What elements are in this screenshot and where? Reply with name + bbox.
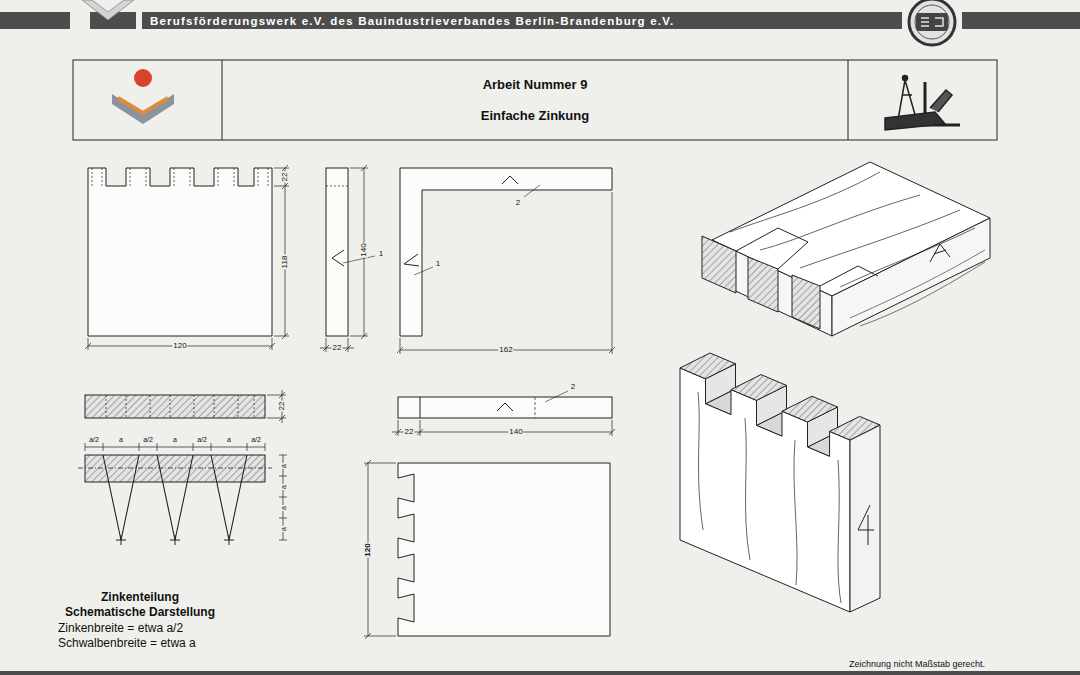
header-band: Berufsförderungswerk e.V. des Bauindustr… (142, 12, 790, 29)
dimension-label: 22 (332, 344, 343, 352)
dimension-label: a (173, 436, 177, 443)
dimension-label: a (280, 463, 287, 469)
dimension-label: 140 (508, 428, 523, 436)
heading-text: Arbeit Nummer 9 (483, 77, 588, 92)
callout-number: 2 (516, 199, 520, 207)
tail-board-view (398, 463, 610, 636)
corner-view (400, 168, 612, 336)
dimension-label: a/2 (143, 436, 153, 443)
dimension-label: 22 (404, 428, 415, 436)
title-cell: Arbeit Nummer 9 Einfache Zinkung (222, 60, 848, 140)
training-logo (112, 69, 174, 124)
isometric-joint-assembled (702, 162, 990, 336)
dimension-label: 120 (172, 342, 187, 350)
header-logo (82, 0, 134, 20)
callout-number: 2 (571, 383, 575, 391)
dimension-label: 140 (360, 242, 368, 257)
dimension-label: a (280, 505, 287, 511)
dimension-label: a (119, 436, 123, 443)
legend-note: Zinkenteilung (101, 591, 179, 603)
title-text: Einfache Zinkung (481, 108, 589, 123)
isometric-pin-board (680, 353, 880, 612)
callout-number: 1 (436, 260, 440, 268)
section-view (85, 395, 265, 418)
dimension-label: 120 (364, 542, 372, 557)
bottom-board-view (398, 391, 612, 418)
guild-seal (909, 0, 955, 45)
dimension-label: 22 (281, 172, 289, 183)
callout-number: 1 (379, 250, 383, 258)
dimension-label: 118 (281, 255, 289, 270)
dimension-label: a/2 (251, 436, 261, 443)
scale-note: Zeichnung nicht Maßstab gerecht. (849, 660, 985, 669)
dimension-label: a (280, 484, 287, 490)
title-block (73, 60, 997, 140)
legend-note: Schwalbenbreite = etwa a (58, 637, 196, 649)
dimension-label: a (280, 526, 287, 532)
dimension-label: a/2 (89, 436, 99, 443)
dimension-label: a/2 (197, 436, 207, 443)
dimension-label: 162 (498, 346, 513, 354)
dimension-label: 22 (278, 401, 286, 412)
header-bars (0, 12, 1080, 675)
legend-note: Zinkenbreite = etwa a/2 (58, 622, 183, 634)
tools-icon (885, 76, 960, 131)
dimension-label: a (227, 436, 231, 443)
legend-note: Schematische Darstellung (65, 606, 215, 618)
dimension-lines (85, 165, 615, 639)
heading-text: Berufsförderungswerk e.V. des Bauindustr… (150, 15, 674, 27)
front-view (88, 168, 272, 336)
pin-division-schematic (78, 455, 272, 545)
side-view (326, 168, 375, 336)
